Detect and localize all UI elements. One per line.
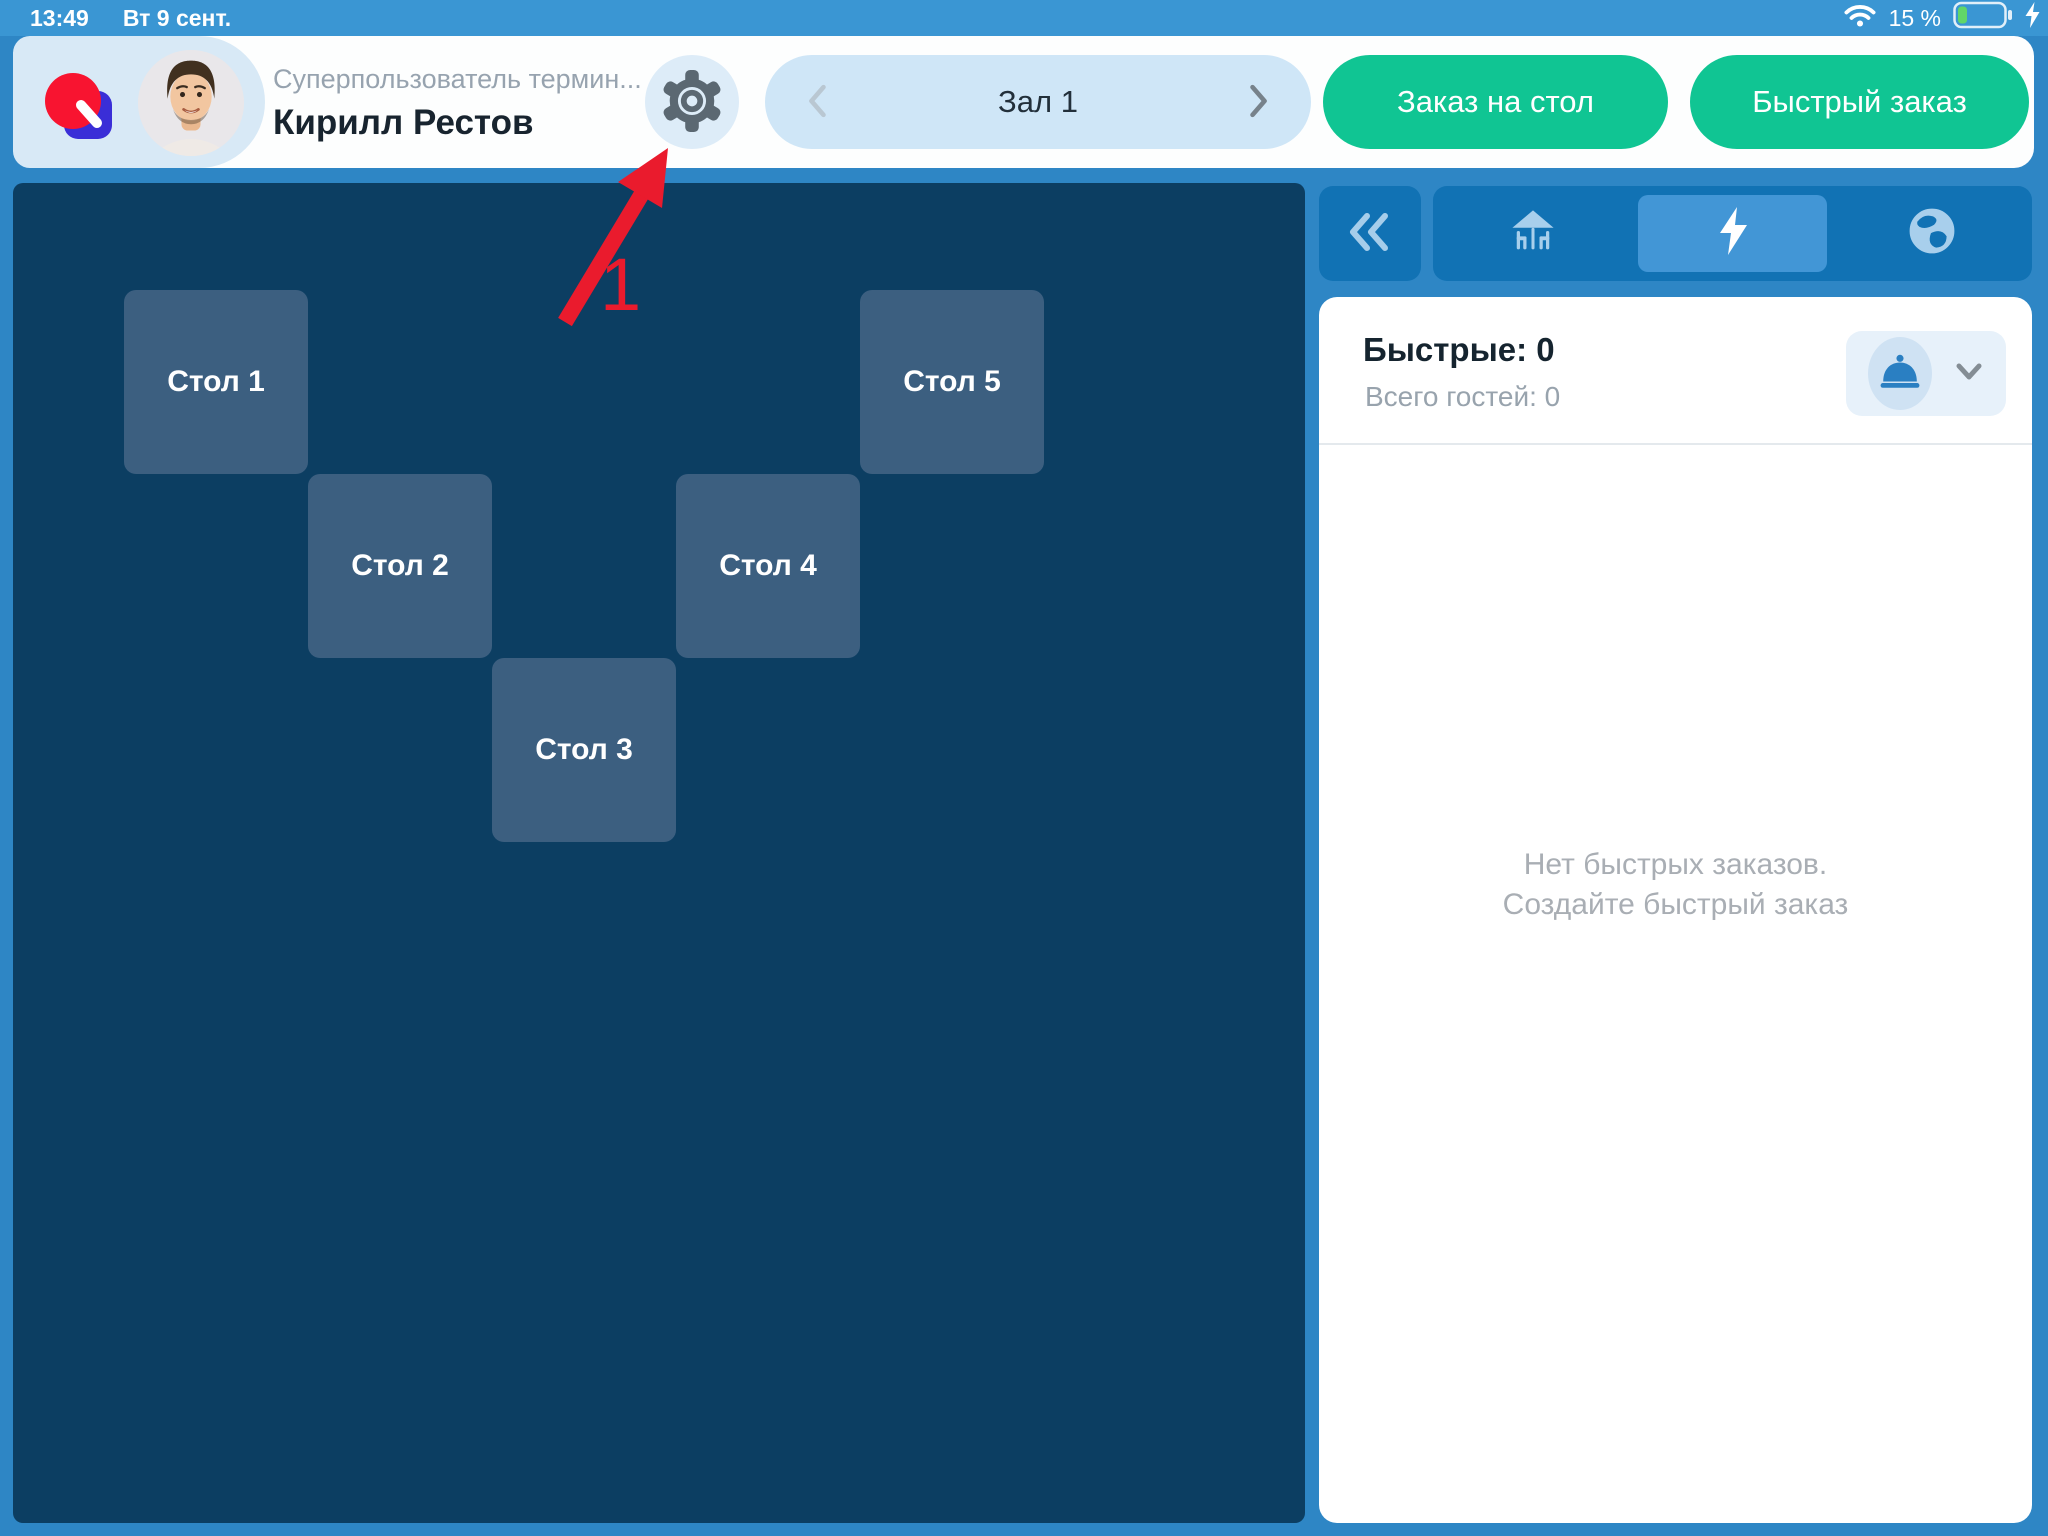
user-chip[interactable] (13, 36, 265, 168)
lightning-bolt-icon (1709, 205, 1757, 262)
empty-state-line1: Нет быстрых заказов. (1523, 848, 1828, 881)
cloche-icon (1879, 353, 1921, 394)
empty-state-line2: Создайте быстрый заказ (1502, 888, 1849, 921)
terrace-umbrella-icon (1507, 205, 1559, 262)
hall-name: Зал 1 (998, 84, 1078, 119)
hall-selector: Зал 1 (765, 55, 1311, 149)
orders-filter-button[interactable] (1846, 331, 2006, 416)
quick-orders-panel: Быстрые: 0 Всего гостей: 0 (1319, 297, 2032, 1523)
globe-icon (1907, 206, 1957, 261)
empty-state: Нет быстрых заказов. Создайте быстрый за… (1319, 845, 2032, 925)
table-3[interactable]: Стол 3 (492, 658, 676, 842)
chevron-left-icon (805, 81, 829, 124)
wifi-icon (1843, 2, 1877, 34)
quick-order-button[interactable]: Быстрый заказ (1690, 55, 2029, 149)
cloche-badge (1868, 337, 1932, 410)
quick-orders-count: Быстрые: 0 (1363, 331, 1555, 368)
hall-prev-button[interactable] (805, 81, 829, 124)
user-name: Кирилл Рестов (273, 103, 534, 142)
table-5[interactable]: Стол 5 (860, 290, 1044, 474)
quick-orders-header: Быстрые: 0 Всего гостей: 0 (1319, 297, 2032, 443)
tab-delivery-globe[interactable] (1837, 195, 2027, 272)
tab-terrace-tables[interactable] (1438, 195, 1628, 272)
user-role: Суперпользователь термин... (273, 64, 642, 94)
hall-next-button[interactable] (1247, 81, 1271, 124)
user-info: Суперпользователь термин... Кирилл Ресто… (273, 64, 653, 143)
battery-icon (1953, 1, 2013, 35)
status-date: Вт 9 сент. (122, 4, 232, 31)
status-time: 13:49 (30, 4, 89, 31)
chevron-down-icon (1954, 361, 1984, 386)
guests-total: Всего гостей: 0 (1365, 381, 1561, 412)
panel-divider (1319, 443, 2032, 445)
panel-tab-bar (1433, 186, 2032, 281)
chevron-right-icon (1247, 81, 1271, 124)
avatar (138, 50, 244, 156)
battery-percent: 15 % (1888, 4, 1941, 31)
double-chevron-left-icon (1345, 208, 1395, 259)
gear-icon (661, 69, 723, 135)
tab-quick-orders[interactable] (1637, 195, 1828, 272)
avatar-image (138, 50, 244, 156)
table-2[interactable]: Стол 2 (308, 474, 492, 658)
status-bar: 13:49 Вт 9 сент. 15 % (0, 0, 2048, 36)
table-1[interactable]: Стол 1 (124, 290, 308, 474)
floor-plan: Стол 1 Стол 2 Стол 3 Стол 4 Стол 5 (13, 183, 1305, 1523)
collapse-panel-button[interactable] (1319, 186, 1421, 281)
table-4[interactable]: Стол 4 (676, 474, 860, 658)
app-logo-icon (40, 58, 118, 146)
charging-bolt-icon (2025, 2, 2040, 34)
settings-button[interactable] (645, 55, 739, 149)
header-bar: Суперпользователь термин... Кирилл Ресто… (13, 36, 2034, 168)
order-on-table-button[interactable]: Заказ на стол (1323, 55, 1668, 149)
